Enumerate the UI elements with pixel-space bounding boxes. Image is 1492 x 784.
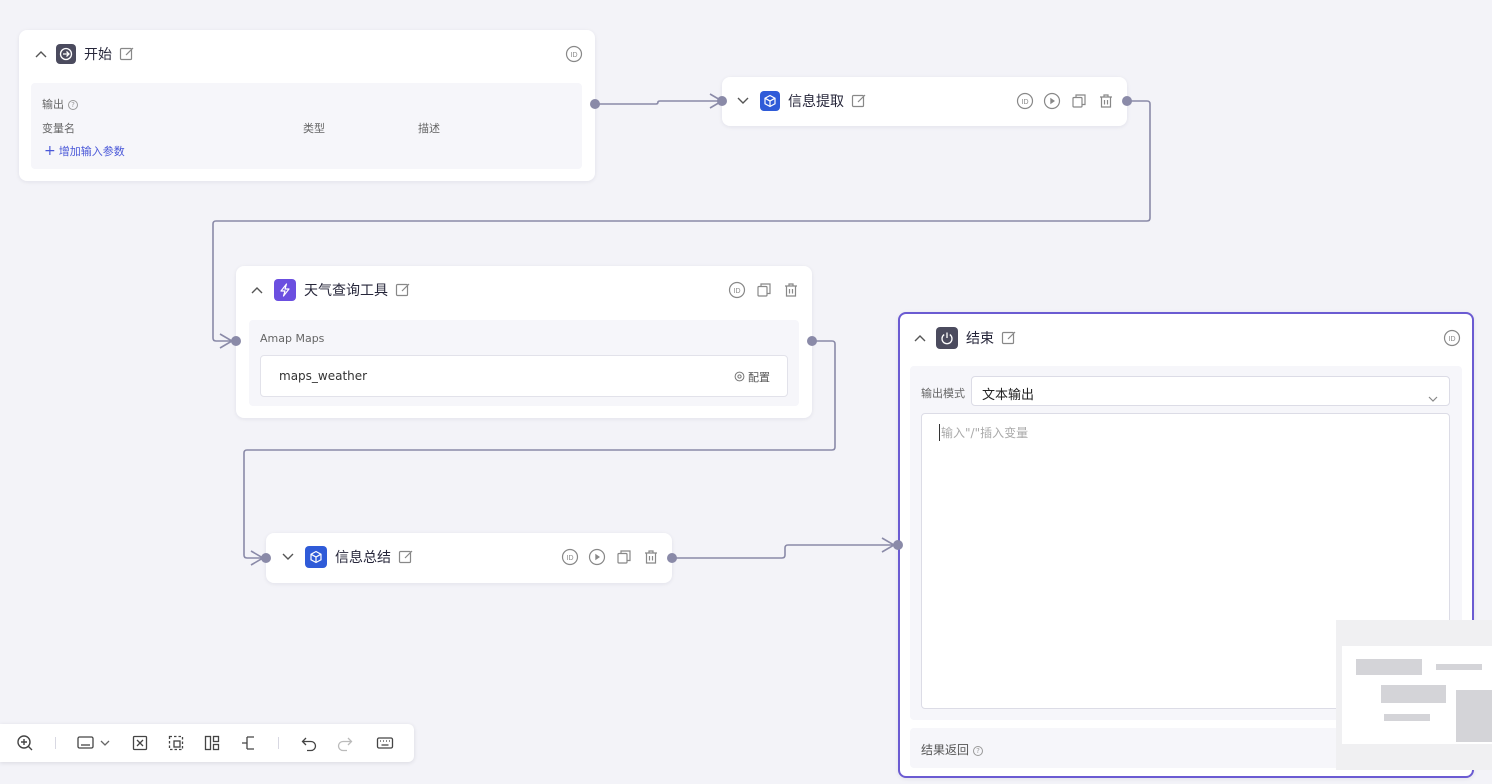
svg-text:ID: ID — [567, 555, 574, 562]
node-title: 信息提取 — [788, 94, 844, 110]
edit-icon[interactable] — [395, 282, 411, 298]
node-title: 天气查询工具 — [304, 283, 388, 299]
keyboard-icon[interactable] — [375, 733, 395, 753]
play-icon[interactable] — [588, 548, 606, 566]
node-title: 结束 — [966, 331, 994, 347]
add-param-button[interactable]: +增加输入参数 — [44, 143, 125, 159]
start-output-panel: 输出? 变量名 类型 描述 +增加输入参数 — [31, 83, 582, 169]
tool-item[interactable]: maps_weather 配置 — [260, 355, 788, 397]
edit-icon[interactable] — [119, 46, 135, 62]
chevron-down-icon[interactable] — [735, 93, 751, 109]
fit-view-icon[interactable] — [130, 733, 150, 753]
lightning-icon — [274, 279, 296, 301]
chevron-down-icon[interactable] — [280, 549, 296, 565]
handle-in[interactable] — [261, 553, 271, 563]
handle-in[interactable] — [893, 540, 903, 550]
edit-icon[interactable] — [851, 93, 867, 109]
node-title: 开始 — [84, 47, 112, 63]
trash-icon[interactable] — [782, 281, 800, 299]
cube-icon — [760, 91, 780, 111]
chevron-down-icon — [1428, 388, 1438, 407]
output-label: 输出 — [42, 98, 64, 111]
minimap-node — [1436, 664, 1482, 670]
node-extract[interactable]: 信息提取 ID — [722, 77, 1127, 126]
editor-placeholder: 输入"/"插入变量 — [939, 424, 1029, 441]
node-start[interactable]: 开始 ID 输出? 变量名 类型 描述 +增加输入参数 — [19, 30, 595, 181]
help-icon: ? — [973, 746, 984, 756]
col-type: 类型 — [303, 122, 325, 135]
col-varname: 变量名 — [42, 122, 75, 135]
select-area-icon[interactable] — [166, 733, 186, 753]
id-icon[interactable]: ID — [561, 548, 579, 566]
config-button[interactable]: 配置 — [734, 369, 770, 385]
minimap-node — [1381, 685, 1446, 703]
tool-name: maps_weather — [279, 369, 368, 383]
id-icon[interactable]: ID — [565, 45, 583, 63]
edge-start-extract — [595, 100, 718, 105]
minimap-node — [1384, 714, 1430, 721]
canvas-toolbar — [0, 724, 414, 762]
svg-text:ID: ID — [734, 288, 741, 295]
trash-icon[interactable] — [1097, 92, 1115, 110]
result-return-label: 结果返回 — [921, 743, 970, 757]
layout-select[interactable] — [76, 733, 114, 753]
copy-icon[interactable] — [615, 548, 633, 566]
divider — [278, 737, 279, 749]
chevron-up-icon[interactable] — [33, 46, 49, 62]
id-icon[interactable]: ID — [728, 281, 746, 299]
login-arrow-icon — [56, 44, 76, 64]
node-summary[interactable]: 信息总结 ID — [266, 533, 672, 583]
power-icon — [936, 327, 958, 349]
connector-icon[interactable] — [238, 733, 258, 753]
minimap-node — [1456, 690, 1492, 742]
minimap-node — [1356, 659, 1422, 675]
handle-out[interactable] — [807, 336, 817, 346]
handle-out[interactable] — [1122, 96, 1132, 106]
redo-icon[interactable] — [335, 733, 355, 753]
zoom-in-icon[interactable] — [15, 733, 35, 753]
id-icon[interactable]: ID — [1443, 329, 1461, 347]
divider — [55, 737, 56, 749]
tool-provider: Amap Maps — [260, 332, 325, 345]
chevron-up-icon[interactable] — [249, 282, 265, 298]
play-icon[interactable] — [1043, 92, 1061, 110]
mode-select[interactable]: 文本输出 — [971, 376, 1450, 406]
node-title: 信息总结 — [335, 550, 391, 566]
svg-text:ID: ID — [1449, 336, 1456, 343]
auto-layout-icon[interactable] — [202, 733, 222, 753]
help-icon: ? — [68, 100, 78, 110]
edit-icon[interactable] — [1001, 330, 1017, 346]
gear-icon — [734, 371, 745, 385]
edit-icon[interactable] — [398, 549, 414, 565]
svg-text:ID: ID — [571, 52, 578, 59]
mode-value: 文本输出 — [982, 388, 1035, 403]
tool-panel: Amap Maps maps_weather 配置 — [249, 320, 799, 406]
chevron-up-icon[interactable] — [912, 330, 928, 346]
svg-text:ID: ID — [1022, 99, 1029, 106]
trash-icon[interactable] — [642, 548, 660, 566]
add-param-label: 增加输入参数 — [58, 145, 125, 158]
mode-label: 输出模式 — [921, 387, 965, 400]
col-desc: 描述 — [418, 122, 440, 135]
copy-icon[interactable] — [1070, 92, 1088, 110]
handle-out[interactable] — [667, 553, 677, 563]
plus-icon: + — [44, 143, 56, 159]
handle-in[interactable] — [717, 96, 727, 106]
node-weather-tool[interactable]: 天气查询工具 ID Amap Maps maps_weather 配置 — [236, 266, 812, 418]
copy-icon[interactable] — [755, 281, 773, 299]
config-label: 配置 — [748, 371, 770, 384]
undo-icon[interactable] — [299, 733, 319, 753]
handle-in[interactable] — [231, 336, 241, 346]
edge-summary-end — [672, 544, 894, 559]
minimap[interactable] — [1336, 620, 1492, 770]
id-icon[interactable]: ID — [1016, 92, 1034, 110]
cube-icon — [305, 546, 327, 568]
handle-out[interactable] — [590, 99, 600, 109]
